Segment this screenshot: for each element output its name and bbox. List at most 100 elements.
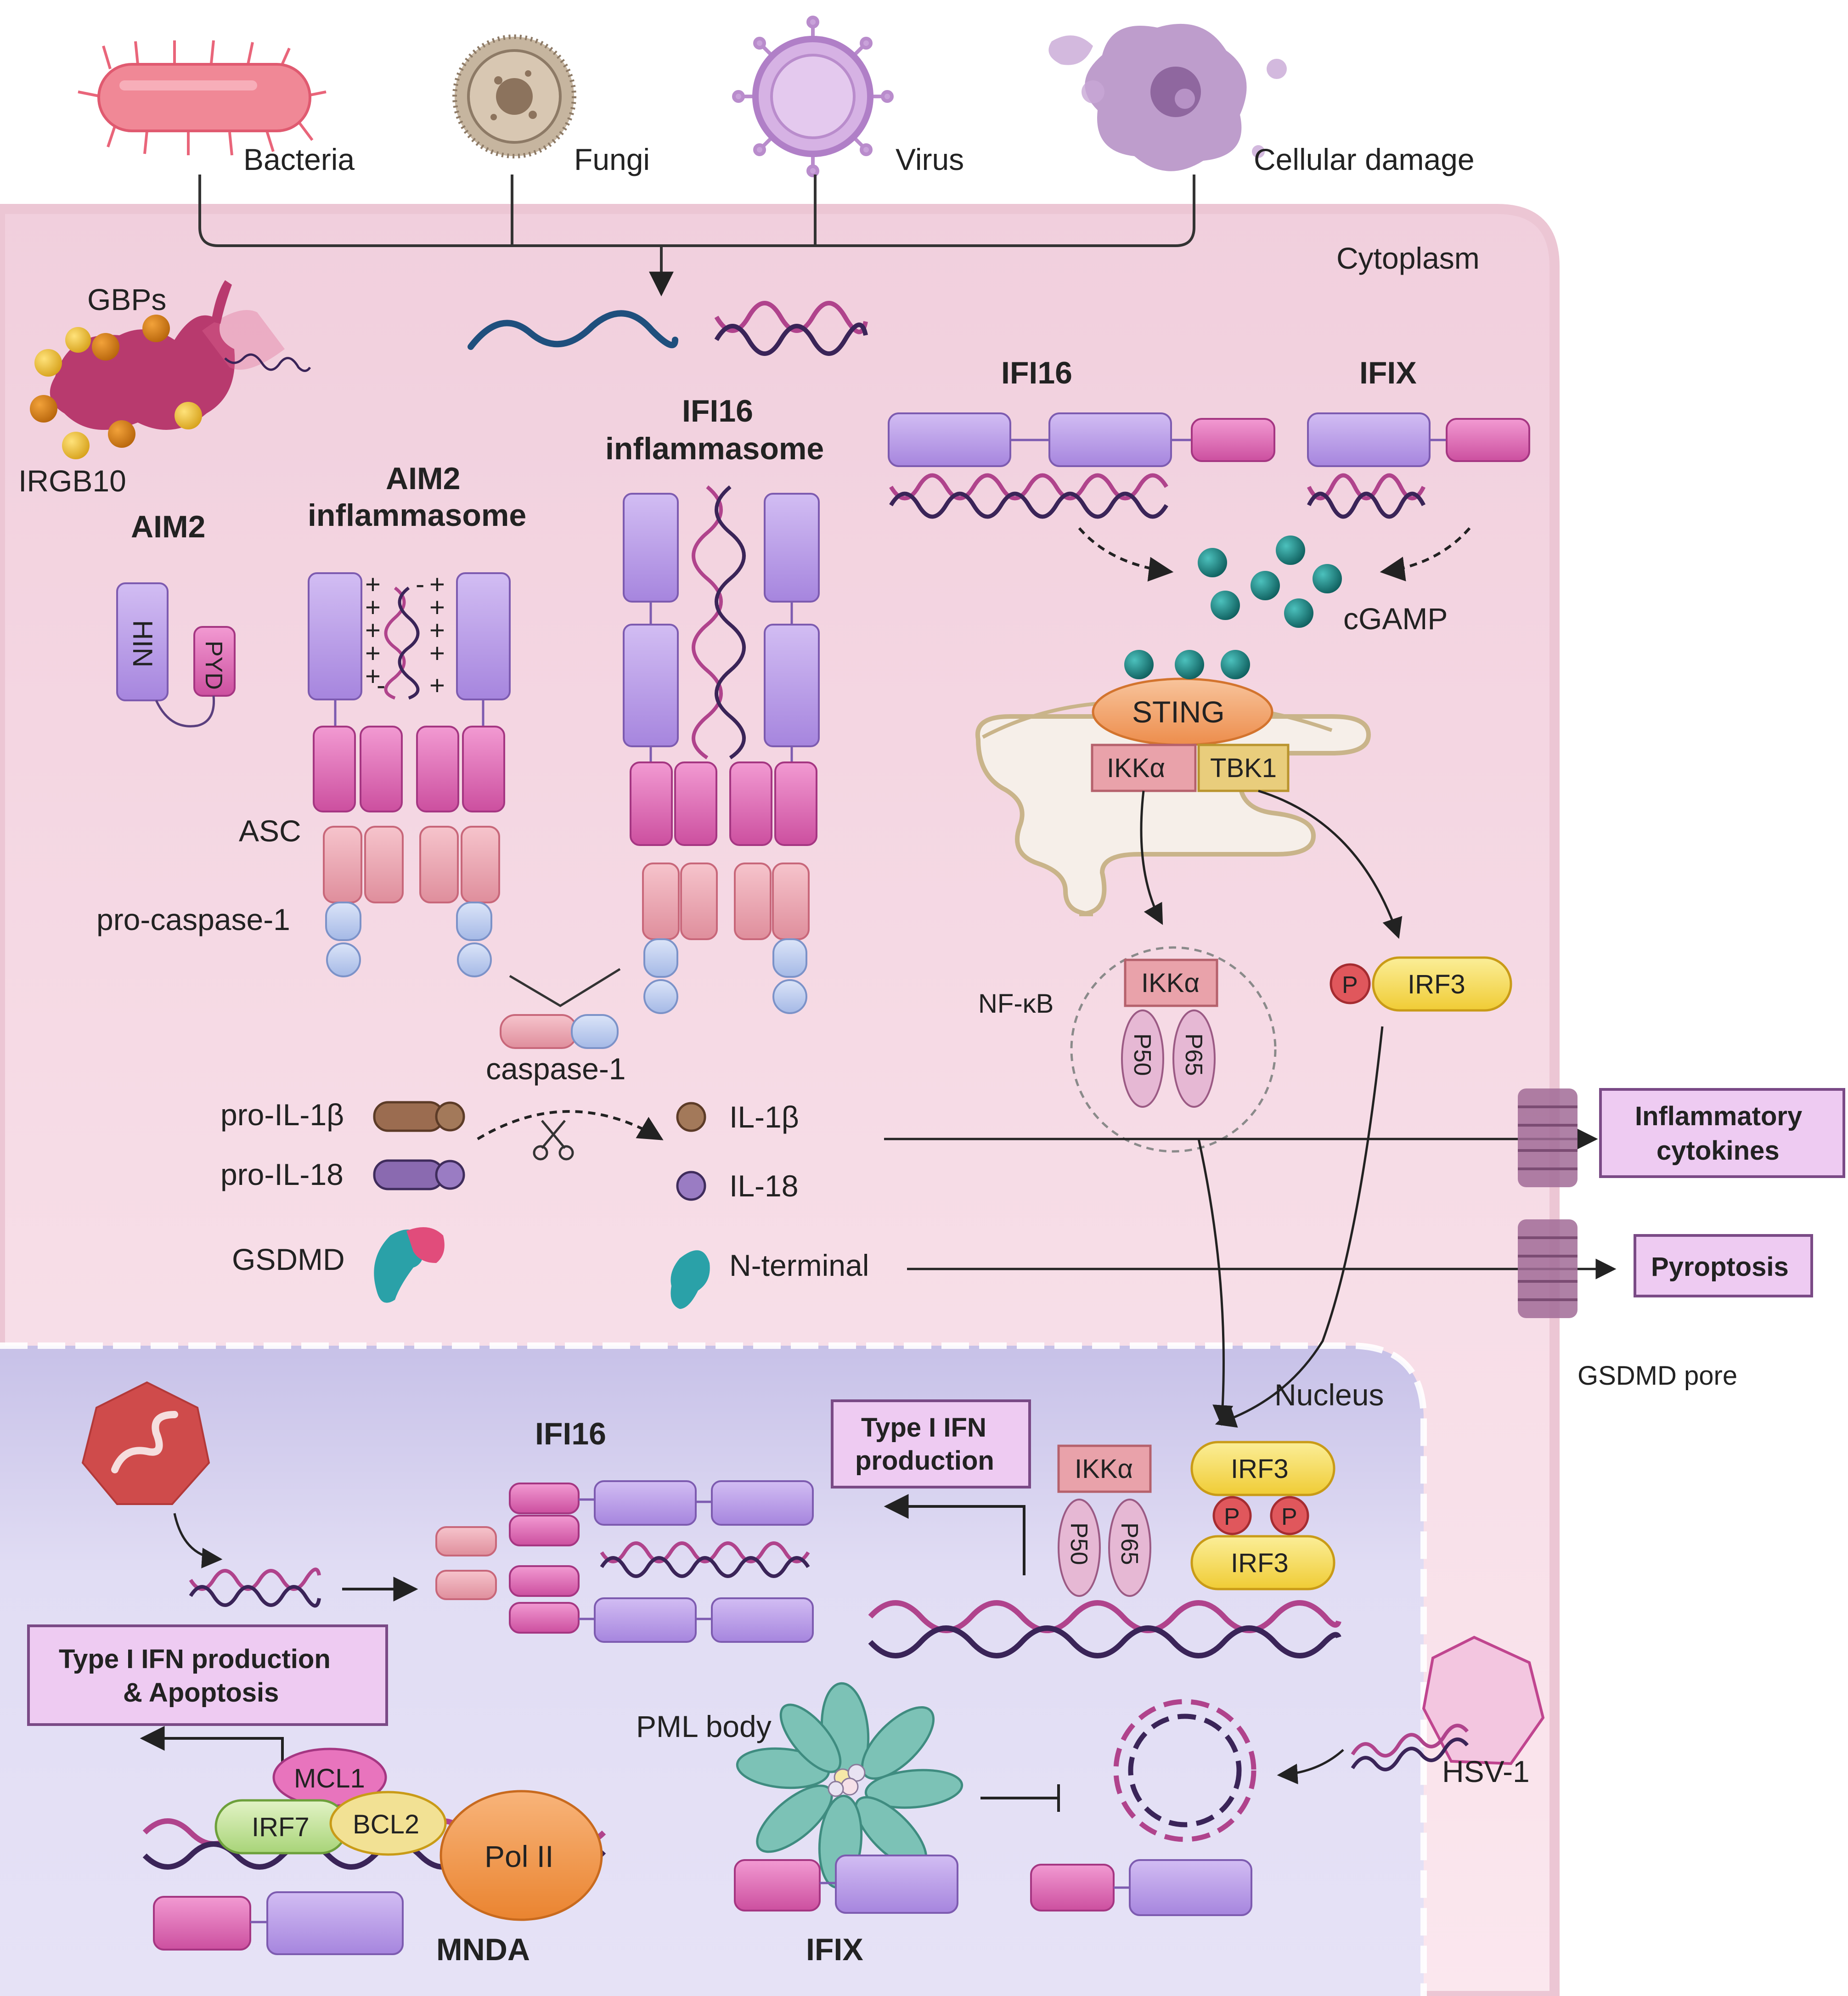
cleavage-arrow [477, 1110, 664, 1140]
tbk1-to-irf3-arrow [1258, 789, 1403, 939]
cgamp-bound-2 [1175, 650, 1204, 679]
svg-text:+: + [429, 638, 445, 668]
svg-text:+: + [365, 638, 381, 668]
irf7-label: IRF7 [252, 1812, 310, 1842]
cgamp-bound-1 [1124, 650, 1154, 679]
transcription-arrow [884, 1494, 1025, 1575]
gsdmd-label: GSDMD [232, 1242, 345, 1276]
il18-label: IL-18 [729, 1169, 798, 1203]
hsv1-label: HSV-1 [1442, 1754, 1530, 1788]
hsv1-entry-arrow [1277, 1749, 1344, 1785]
ifi16-title-nucleus: IFI16 [535, 1416, 606, 1451]
ifi16-protein-top [888, 412, 1275, 519]
p50-nuclear-label: P50 [1065, 1522, 1092, 1565]
virus-hexagon-icon [81, 1381, 210, 1505]
pro-il1b-label: pro-IL-1β [220, 1098, 344, 1132]
ifix-nuclear-protein [734, 1855, 958, 1914]
sting-label: STING [1132, 695, 1225, 729]
inflammatory-cytokines-line1: Inflammatory [1635, 1101, 1802, 1131]
cgamp-molecules [1198, 536, 1342, 628]
virus-entry-arrow [173, 1513, 223, 1568]
svg-text:+: + [429, 671, 445, 700]
mcl1-label: MCL1 [294, 1764, 365, 1793]
aim2-inflammasome-title-2: inflammasome [308, 498, 526, 533]
svg-text:+: + [429, 615, 445, 645]
ikka-nfkb-label: IKKα [1141, 968, 1200, 998]
p-phospho [1330, 963, 1371, 1004]
n-terminal-icon [670, 1250, 710, 1309]
ifix-protein-top [1307, 412, 1530, 519]
irf3-protein [1372, 956, 1512, 1012]
pml-body-label: PML body [636, 1709, 772, 1743]
irf3-top-nuclear [1190, 1441, 1335, 1496]
ikka-nuclear-label: IKKα [1075, 1454, 1133, 1484]
aim2-title: AIM2 [131, 509, 205, 544]
svg-text:+: + [429, 569, 445, 599]
irgb10-label: IRGB10 [18, 464, 126, 498]
pyd-label: PYD [200, 641, 227, 690]
p65-nuclear [1108, 1499, 1151, 1597]
nfkb-label: NF-κB [978, 989, 1054, 1019]
irf3-to-nucleus-arrow [1215, 1026, 1384, 1428]
p-nuclear-2-label: P [1281, 1504, 1297, 1530]
p50-nuclear [1058, 1499, 1101, 1597]
svg-text:+: + [365, 615, 381, 645]
cellular-damage-icon [1048, 23, 1287, 171]
apoptosis-box [27, 1624, 388, 1726]
viral-dna-left [189, 1567, 321, 1608]
ifix-lower-right [1030, 1859, 1252, 1916]
aim2-inflammasome-complex [308, 572, 511, 977]
pyroptosis-label: Pyroptosis [1651, 1252, 1789, 1282]
pro-il18-label: pro-IL-18 [220, 1157, 344, 1191]
convergence-lines [198, 175, 1195, 297]
ikka-nuclear-box [1057, 1444, 1152, 1493]
virus-icon [732, 16, 894, 177]
pro-caspase-label: pro-caspase-1 [96, 902, 290, 936]
tbk1-box [1197, 744, 1290, 792]
inflammatory-cytokines-line2: cytokines [1656, 1136, 1780, 1166]
type1-ifn-line1: Type I IFN [861, 1413, 986, 1443]
cgamp-label: cGAMP [1343, 602, 1448, 636]
gsdmd-icon [374, 1227, 445, 1303]
fungi-label: Fungi [574, 142, 650, 176]
il1b-ball [676, 1102, 706, 1132]
caspase1-dimer [500, 968, 621, 1049]
cgamp-bound-3 [1221, 650, 1250, 679]
nfkb-to-nucleus-arrow [1197, 1139, 1234, 1426]
p65-protein [1172, 1009, 1216, 1108]
p-nuclear-2 [1270, 1496, 1309, 1535]
il18-ball [676, 1171, 706, 1201]
p-nuclear-1-label: P [1224, 1504, 1240, 1530]
svg-text:+: + [365, 592, 381, 622]
gsdmd-pore-label: GSDMD pore [1578, 1361, 1737, 1391]
rna-strand [468, 310, 678, 350]
pyroptosis-box [1634, 1234, 1813, 1297]
gsdmd-pore-upper [1518, 1088, 1578, 1187]
n-terminal-label: N-terminal [729, 1248, 869, 1282]
ifi16-inflammasome-complex [623, 485, 820, 1014]
ifi16-inflammasome-title-2: inflammasome [605, 431, 824, 466]
hsv1-dna [1351, 1724, 1469, 1771]
dsdna-top [714, 301, 868, 356]
scissors-icon [533, 1120, 574, 1161]
tbk1-label: TBK1 [1210, 753, 1277, 783]
ifix-nuclear-label: IFIX [806, 1932, 863, 1967]
svg-text:+: + [365, 661, 381, 691]
type1-ifn-line2: production [855, 1446, 994, 1476]
bcl2-label: BCL2 [353, 1810, 419, 1839]
svg-text:+: + [365, 569, 381, 599]
aim2-inflammasome-title-1: AIM2 [386, 461, 460, 496]
nfkb-complex [1070, 946, 1277, 1153]
svg-text:-: - [416, 569, 424, 599]
ifi16-nuclear-complex [435, 1480, 814, 1643]
aim2-protein [116, 582, 236, 727]
ifi16-title-top: IFI16 [1001, 355, 1072, 390]
hsv1-capsid [1422, 1635, 1545, 1765]
inflammatory-cytokines-box [1599, 1088, 1845, 1178]
type1-ifn-box [831, 1399, 1031, 1489]
nuclear-envelope [0, 1342, 1427, 1996]
bacteria-icon [78, 40, 327, 156]
irf3-bottom-label: IRF3 [1231, 1548, 1289, 1578]
apoptosis-line2: & Apoptosis [123, 1678, 279, 1708]
